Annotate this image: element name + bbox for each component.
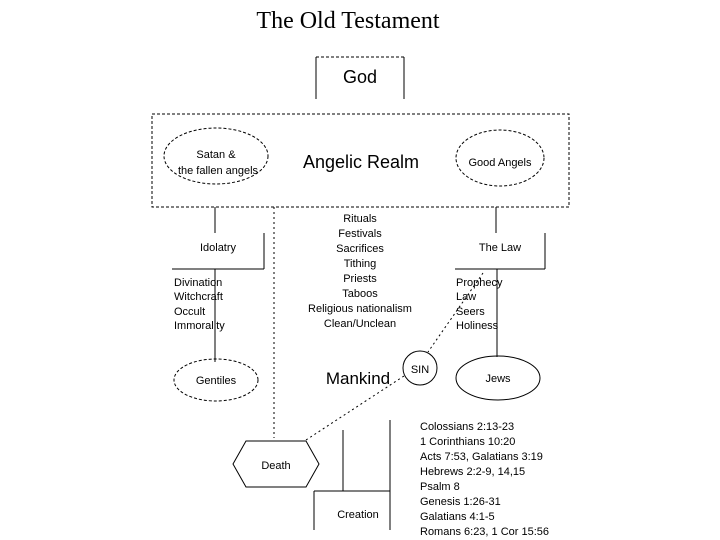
law-label: The Law [479, 242, 521, 254]
reference-item: Hebrews 2:2-9, 14,15 [420, 466, 525, 478]
idolatry-list: Divination Witchcraft Occult Immorality [174, 277, 225, 332]
jews-ellipse [455, 355, 541, 401]
satan-label-line1: Satan & [196, 149, 236, 161]
sin-label: SIN [411, 364, 429, 376]
idolatry-item: Occult [174, 306, 205, 318]
gentiles-ellipse [173, 358, 259, 402]
law-item: Law [456, 291, 476, 303]
idolatry-label: Idolatry [200, 242, 237, 254]
god-label: God [343, 67, 377, 87]
satan-label-line2: the fallen angels [178, 165, 259, 177]
law-item: Prophecy [456, 277, 503, 289]
satan-ellipse [163, 127, 269, 185]
ritual-item: Religious nationalism [308, 303, 412, 315]
god-box: God [315, 56, 405, 99]
reference-item: Acts 7:53, Galatians 3:19 [420, 451, 543, 463]
idolatry-item: Immorality [174, 320, 225, 332]
mankind-label: Mankind [326, 369, 390, 388]
idolatry-item: Divination [174, 277, 222, 289]
angelic-realm-label: Angelic Realm [303, 152, 419, 172]
ritual-item: Tithing [344, 258, 377, 270]
ritual-item: Clean/Unclean [324, 318, 396, 330]
ritual-item: Priests [343, 273, 377, 285]
page-title: The Old Testament [256, 8, 439, 34]
rituals-list: Rituals Festivals Sacrifices Tithing Pri… [308, 213, 412, 330]
dotted-law-sin [427, 272, 484, 353]
ritual-item: Sacrifices [336, 243, 384, 255]
sin-circle [402, 350, 438, 386]
jews-label: Jews [485, 373, 511, 385]
reference-item: Colossians 2:13-23 [420, 421, 514, 433]
reference-item: Romans 6:23, 1 Cor 15:56 [420, 526, 549, 538]
idolatry-item: Witchcraft [174, 291, 223, 303]
reference-item: 1 Corinthians 10:20 [420, 436, 515, 448]
law-list: Prophecy Law Seers Holiness [456, 277, 503, 332]
law-item: Seers [456, 306, 485, 318]
creation-bracket: Creation [313, 420, 391, 530]
death-label: Death [261, 460, 290, 472]
law-bracket: The Law [455, 233, 546, 270]
idolatry-bracket: Idolatry [172, 233, 265, 270]
ritual-item: Rituals [343, 213, 377, 225]
ritual-item: Festivals [338, 228, 382, 240]
gentiles-label: Gentiles [196, 375, 237, 387]
reference-item: Genesis 1:26-31 [420, 496, 501, 508]
good-angels-ellipse [455, 129, 545, 187]
law-item: Holiness [456, 320, 499, 332]
death-hexagon [232, 440, 320, 488]
ritual-item: Taboos [342, 288, 378, 300]
reference-item: Galatians 4:1-5 [420, 511, 495, 523]
references-list: Colossians 2:13-23 1 Corinthians 10:20 A… [420, 421, 549, 538]
good-angels-label: Good Angels [469, 157, 532, 169]
reference-item: Psalm 8 [420, 481, 460, 493]
creation-label: Creation [337, 509, 379, 521]
